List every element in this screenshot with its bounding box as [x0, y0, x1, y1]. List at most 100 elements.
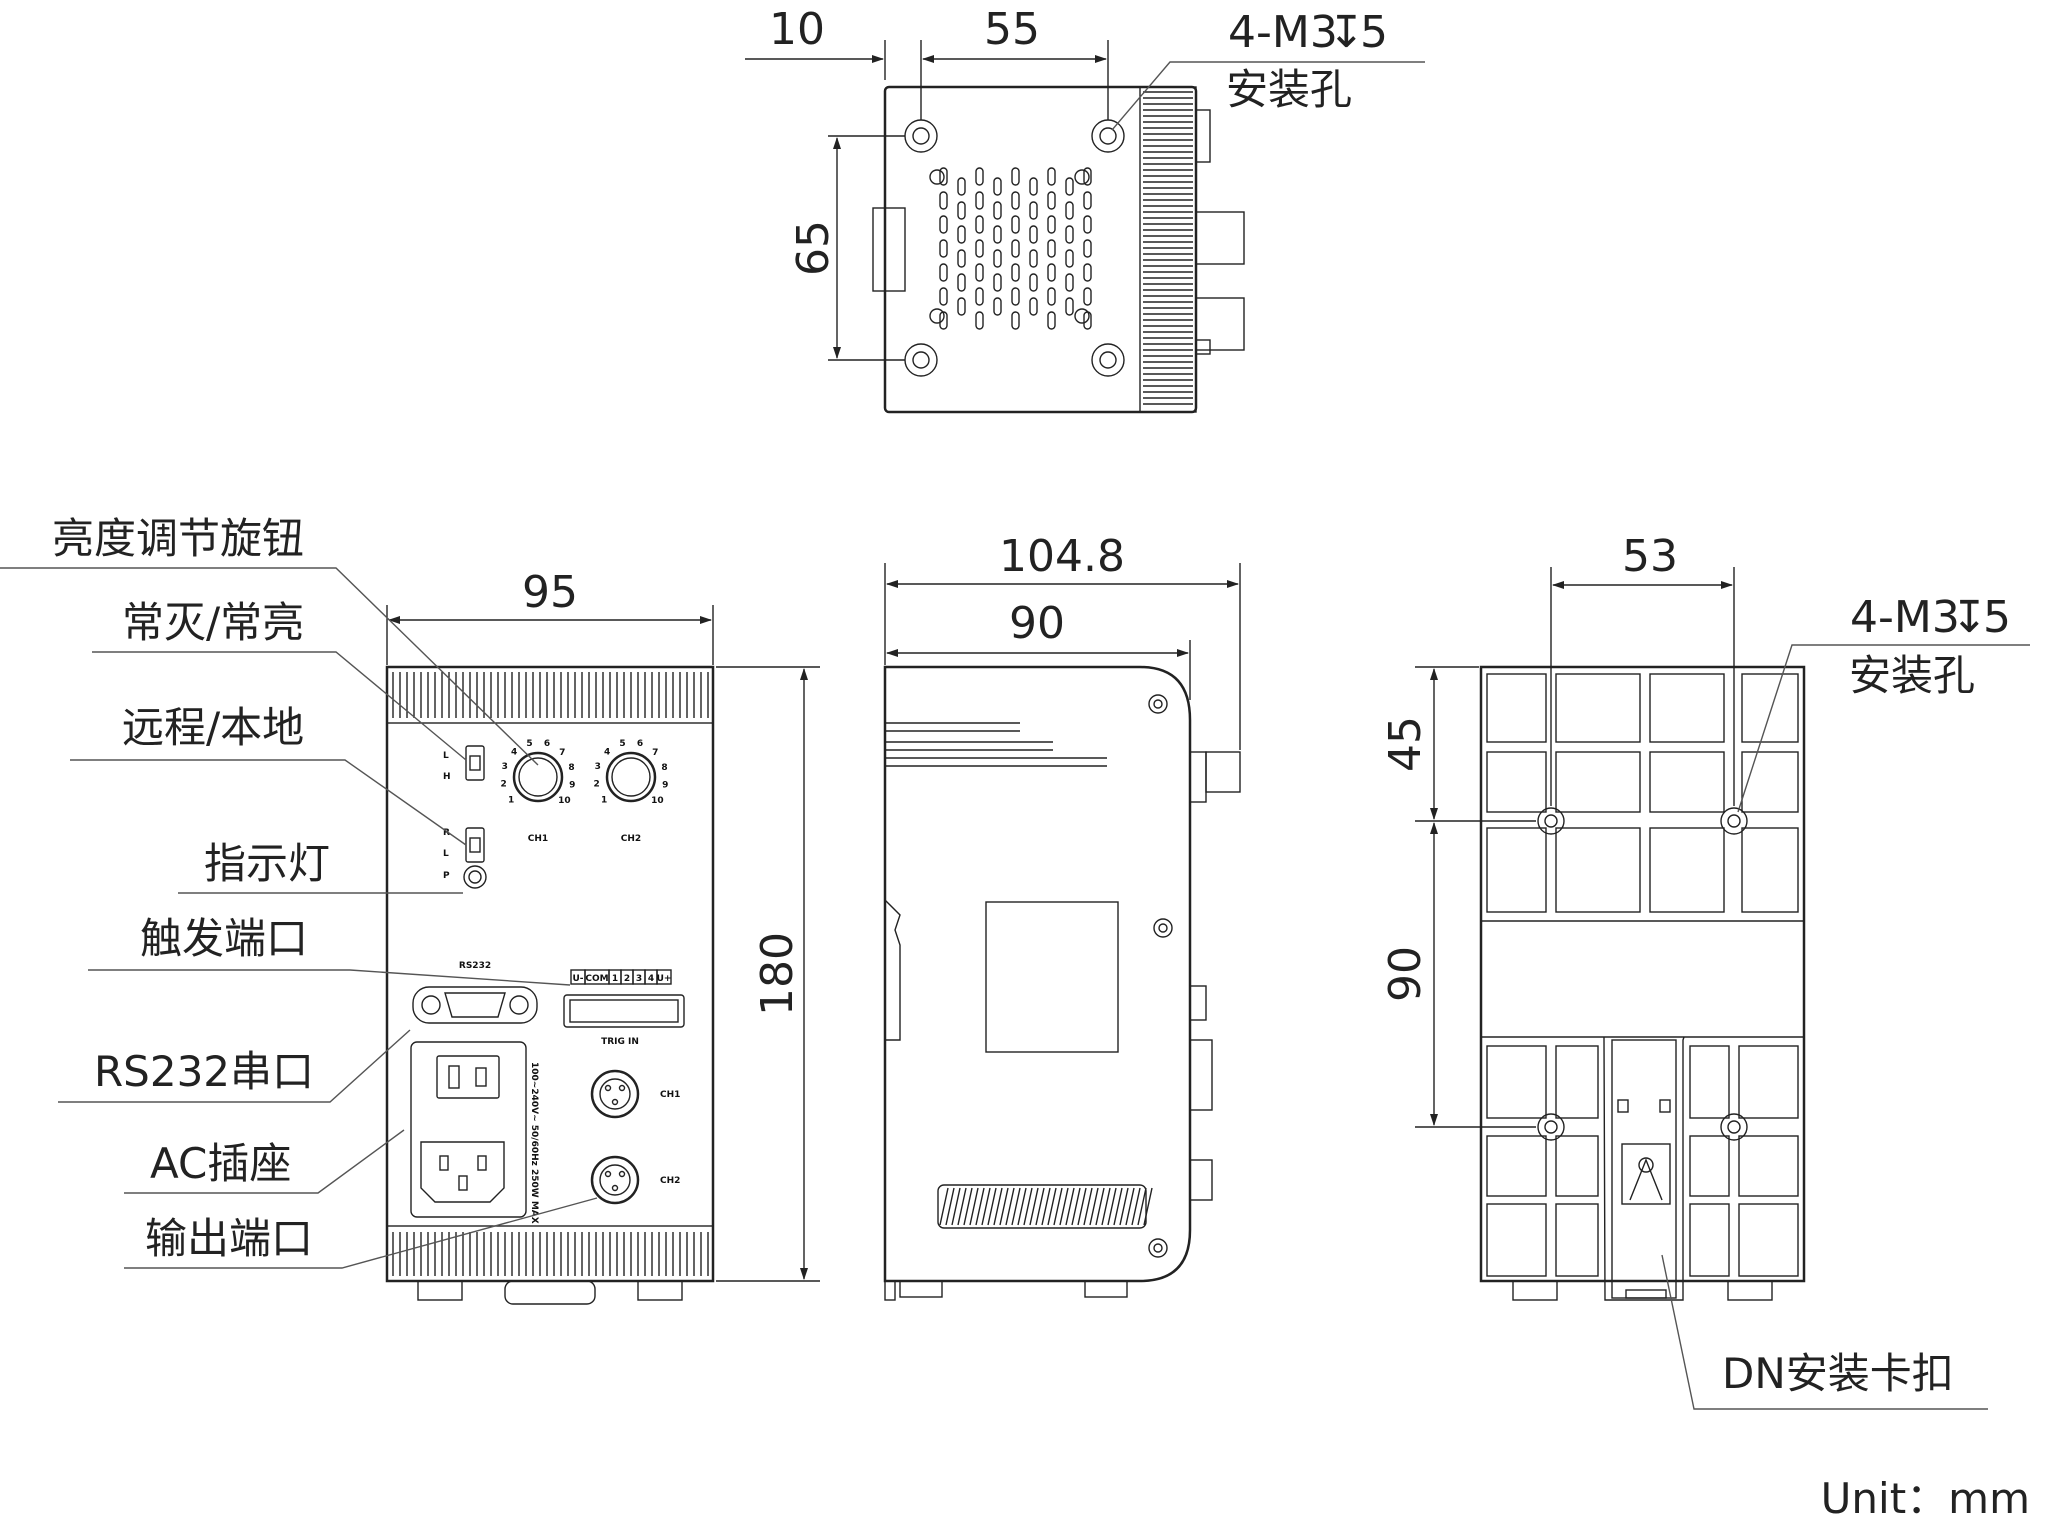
dim-front-width: 95 — [386, 567, 714, 665]
knob-scale-number: 10 — [651, 796, 664, 806]
output-port-ch1: CH1 — [590, 1069, 680, 1119]
top-mount-hole — [1091, 343, 1125, 377]
trigger-pin-label: 3 — [636, 974, 642, 984]
svg-text:安装孔: 安装孔 — [1849, 651, 1975, 700]
svg-text:指示灯: 指示灯 — [204, 839, 330, 888]
top-mount-hole — [1091, 119, 1125, 153]
output-port-ch2: CH2 — [590, 1155, 680, 1205]
knob-scale-number: 4 — [604, 747, 610, 757]
svg-text:4-M3: 4-M3 — [1850, 592, 1960, 643]
svg-text:5: 5 — [1983, 592, 2011, 643]
back-body — [1479, 665, 1806, 1283]
indicator-light — [463, 865, 487, 889]
dim-side-overall: 104.8 — [884, 531, 1241, 750]
svg-text:常灭/常亮: 常灭/常亮 — [122, 598, 304, 647]
din-clip — [1603, 1036, 1685, 1301]
knob-scale-number: 9 — [569, 780, 575, 790]
svg-text:CH2: CH2 — [621, 834, 641, 844]
knob-scale-number: 6 — [637, 739, 643, 749]
callout-din-clip: DN安装卡扣 — [1661, 1254, 1988, 1410]
remote-local-switch: R L P — [443, 827, 485, 881]
top-view-body — [883, 85, 1198, 414]
callout-brightness-knob: 亮度调节旋钮 — [0, 514, 539, 766]
units-label: Unit：mm — [1821, 1474, 2030, 1523]
svg-text:180: 180 — [752, 932, 803, 1016]
knob-scale-number: 1 — [601, 795, 607, 805]
top-side-tab — [872, 207, 906, 292]
knob-scale-number: 5 — [619, 739, 625, 749]
knob-scale-number: 9 — [662, 780, 668, 790]
callout-indicator: 指示灯 — [178, 839, 463, 894]
callout-output: 输出端口 — [124, 1197, 598, 1269]
trigger-pin-label: 1 — [612, 974, 618, 984]
svg-text:55: 55 — [984, 4, 1040, 55]
rs232-port: RS232 — [412, 961, 538, 1024]
side-vent-slots — [937, 1184, 1153, 1229]
svg-text:TRIG IN: TRIG IN — [601, 1037, 639, 1047]
svg-text:L: L — [443, 849, 449, 859]
knob-scale-number: 2 — [501, 780, 507, 790]
svg-text:亮度调节旋钮: 亮度调节旋钮 — [52, 514, 304, 563]
svg-text:CH1: CH1 — [660, 1090, 680, 1100]
svg-text:104.8: 104.8 — [999, 531, 1125, 582]
trigger-pin-label: COM — [585, 974, 608, 984]
svg-text:45: 45 — [1380, 716, 1431, 772]
dim-top-hole-spacing: 55 — [922, 4, 1109, 120]
callout-trigger: 触发端口 — [88, 914, 571, 986]
svg-text:90: 90 — [1380, 946, 1431, 1002]
side-body — [883, 665, 1192, 1283]
top-view: 10 55 65 4-M3 ↧ 5 安装孔 — [745, 4, 1425, 414]
dim-back-horizontal: 53 — [1550, 531, 1735, 806]
svg-text:DN安装卡扣: DN安装卡扣 — [1722, 1349, 1954, 1398]
callout-back-holes: 4-M3 ↧ 5 安装孔 — [1737, 592, 2030, 813]
brightness-knob-ch2: CH2 — [605, 751, 657, 844]
svg-text:CH1: CH1 — [528, 834, 548, 844]
top-vent-slots — [929, 167, 1092, 330]
callout-mode-switch: 常灭/常亮 — [92, 598, 467, 761]
depth-symbol: ↧ — [1951, 592, 1988, 643]
svg-text:安装孔: 安装孔 — [1226, 65, 1352, 114]
side-view: 104.8 90 — [883, 531, 1241, 1301]
dim-back-lower: 90 — [1380, 822, 1536, 1128]
knob-scale-number: 10 — [558, 796, 571, 806]
top-mount-hole — [904, 119, 938, 153]
knob-scale-number: 4 — [511, 747, 517, 757]
back-mount-hole — [1720, 1113, 1748, 1141]
dim-top-left-offset: 10 — [745, 4, 922, 120]
knob-scale-number: 2 — [594, 780, 600, 790]
svg-text:触发端口: 触发端口 — [140, 914, 308, 963]
back-view: 53 45 90 4-M3 ↧ 5 安装孔 DN安装卡扣 — [1380, 531, 2030, 1410]
dim-top-vertical-spacing: 65 — [788, 135, 905, 361]
knob-scale-number: 6 — [544, 739, 550, 749]
svg-text:P: P — [443, 871, 450, 881]
svg-text:远程/本地: 远程/本地 — [122, 703, 304, 752]
svg-text:100~240V~ 50/60Hz 250W MAX: 100~240V~ 50/60Hz 250W MAX — [529, 1062, 539, 1224]
side-label-area — [985, 901, 1119, 1053]
knob-scale-number: 7 — [652, 748, 658, 758]
trigger-pin-label: 2 — [624, 974, 630, 984]
knob-scale-number: 8 — [568, 763, 574, 773]
top-mount-hole — [904, 343, 938, 377]
trigger-pin-label: U- — [572, 974, 583, 984]
brightness-knob-ch1: CH1 — [512, 751, 564, 844]
mode-switch: L H — [443, 745, 485, 782]
top-heatsink-fins — [1143, 91, 1193, 405]
depth-symbol: ↧ — [1328, 7, 1365, 58]
back-mount-hole — [1720, 807, 1748, 835]
svg-text:65: 65 — [788, 220, 839, 276]
svg-text:90: 90 — [1009, 598, 1065, 649]
back-mount-hole — [1537, 1113, 1565, 1141]
svg-text:H: H — [443, 772, 451, 782]
back-mount-hole — [1537, 807, 1565, 835]
callout-rs232: RS232串口 — [58, 1029, 411, 1103]
svg-text:L: L — [443, 751, 449, 761]
svg-text:AC插座: AC插座 — [150, 1139, 291, 1188]
ac-socket: 100~240V~ 50/60Hz 250W MAX — [410, 1041, 539, 1224]
knob-scale-number: 8 — [661, 763, 667, 773]
front-heatsink-fins — [392, 672, 709, 1276]
knob-scale-number: 5 — [526, 739, 532, 749]
